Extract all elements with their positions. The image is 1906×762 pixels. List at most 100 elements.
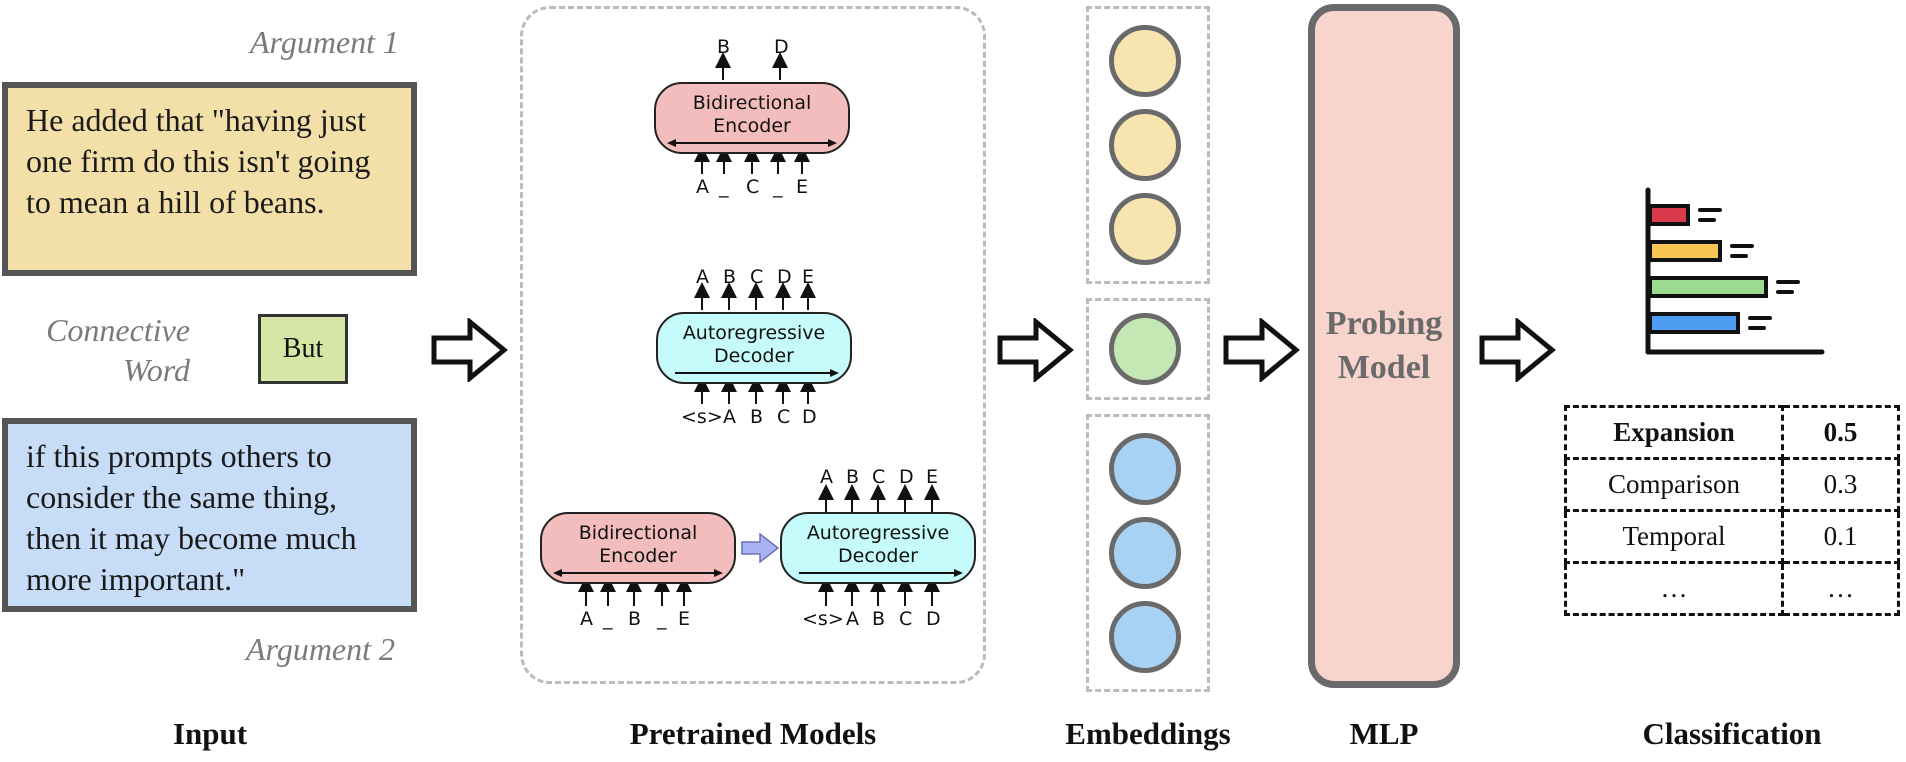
decoder-top-token: E	[802, 266, 815, 288]
probing-model-line2: Model	[1337, 349, 1431, 386]
right-arrow-icon	[431, 318, 508, 382]
caption-classification: Classification	[1642, 716, 1822, 751]
class-score: 0.3	[1781, 457, 1900, 512]
decoder-arrows	[694, 282, 816, 404]
class-label: …	[1564, 561, 1784, 616]
encdec-encoder-name-line1: Bidirectional	[578, 522, 698, 544]
encdec-top-token: B	[846, 466, 860, 488]
decoder-bottom-token: B	[750, 406, 764, 428]
encoder-name-line1: Bidirectional	[692, 92, 812, 114]
decoder-bottom-token: A	[723, 406, 736, 428]
encdec-encoder-name-line2: Encoder	[599, 545, 677, 567]
connective-word: But	[282, 333, 324, 364]
encdec-top-token: E	[926, 466, 939, 488]
encoder-bottom-token: E	[796, 176, 809, 198]
encdec-decoder-bottom-token: A	[846, 608, 859, 630]
encoder-arrows	[694, 52, 810, 174]
decoder-model: A B C D E Autoregressive Decoder <s> A B…	[656, 266, 856, 436]
encdec-encoder-block: Bidirectional Encoder	[540, 512, 736, 584]
decoder-bottom-token: C	[777, 406, 791, 428]
encdec-top-token: A	[820, 466, 833, 488]
embedding-node	[1109, 433, 1181, 505]
encoder-bottom-token: _	[719, 176, 729, 198]
class-score: 0.1	[1781, 509, 1900, 564]
encoder-bottom-token: A	[696, 176, 709, 198]
encoder-top-token: D	[774, 36, 789, 58]
argument1-label: Argument 1	[250, 24, 400, 60]
right-arrow-icon	[1479, 318, 1556, 382]
decoder-top-token: C	[750, 266, 764, 288]
forward-arrow-icon	[675, 369, 839, 377]
argument1-box: He added that "having just one firm do t…	[2, 82, 417, 276]
encdec-top-token: D	[899, 466, 914, 488]
embedding-node	[1109, 193, 1181, 265]
caption-input: Input	[172, 716, 248, 751]
class-label: Temporal	[1564, 509, 1784, 564]
class-score: 0.5	[1781, 405, 1900, 460]
encoder-decoder-model: A B C D E Bidirectional Encoder Autoregr…	[540, 466, 980, 636]
decoder-bottom-token: <s>	[681, 406, 723, 428]
embedding-node	[1109, 517, 1181, 589]
bidirectional-arrow-icon	[667, 139, 837, 147]
embedding-node	[1109, 313, 1181, 385]
connective-label: Connective Word	[20, 310, 190, 390]
encoder-model: B D Bidirectional Encoder A _ C _ E	[654, 36, 854, 206]
encdec-encoder-bottom-token: A	[580, 608, 593, 630]
caption-mlp: MLP	[1349, 716, 1419, 751]
argument2-box: if this prompts others to consider the s…	[2, 418, 417, 612]
connective-label-line1: Connective	[46, 312, 190, 348]
decoder-bottom-token: D	[802, 406, 817, 428]
decoder-top-token: B	[723, 266, 737, 288]
encdec-decoder-bottom-token: B	[872, 608, 886, 630]
argument1-text: He added that "having just one firm do t…	[26, 102, 371, 220]
encdec-encoder-bottom-token: _	[603, 608, 613, 630]
embedding-node	[1109, 109, 1181, 181]
table-row: Expansion 0.5	[1564, 405, 1900, 460]
caption-pretrained-models: Pretrained Models	[629, 716, 877, 751]
encoder-top-token: B	[717, 36, 731, 58]
class-label: Comparison	[1564, 457, 1784, 512]
encdec-decoder-block: Autoregressive Decoder	[780, 512, 976, 584]
pretrained-models-panel	[520, 6, 986, 684]
connective-word-box: But	[258, 314, 348, 384]
connector-arrow-icon	[741, 532, 780, 564]
encdec-top-token: C	[872, 466, 886, 488]
encdec-encoder-bottom-token: B	[628, 608, 642, 630]
encoder-name-line2: Encoder	[713, 115, 791, 137]
table-row: Temporal 0.1	[1564, 509, 1900, 564]
embedding-node	[1109, 601, 1181, 673]
encdec-decoder-bottom-token: C	[899, 608, 913, 630]
decoder-name-line2: Decoder	[714, 345, 794, 367]
class-score: …	[1781, 561, 1900, 616]
connective-embedding-group	[1086, 298, 1210, 400]
right-arrow-icon	[997, 318, 1074, 382]
encoder-bottom-token: _	[773, 176, 783, 198]
encdec-decoder-bottom-token: <s>	[802, 608, 844, 630]
encoder-bottom-token: C	[746, 176, 760, 198]
encdec-encoder-bottom-token: E	[678, 608, 691, 630]
argument2-embedding-group	[1086, 414, 1210, 692]
probing-model-line1: Probing	[1325, 305, 1443, 342]
decoder-top-token: D	[777, 266, 792, 288]
connective-label-line2: Word	[123, 352, 190, 388]
argument1-embedding-group	[1086, 6, 1210, 284]
table-row: … …	[1564, 561, 1900, 616]
classification-table: Expansion 0.5 Comparison 0.3 Temporal 0.…	[1564, 405, 1900, 616]
encdec-encoder-bottom-token: _	[657, 608, 667, 630]
forward-arrow-icon	[799, 569, 963, 577]
embedding-node	[1109, 25, 1181, 97]
decoder-name-line1: Autoregressive	[682, 322, 826, 344]
encoder-block: Bidirectional Encoder	[654, 82, 850, 154]
encdec-decoder-name-line2: Decoder	[838, 545, 918, 567]
probing-model-block: Probing Model	[1308, 4, 1460, 688]
caption-embeddings: Embeddings	[1065, 716, 1231, 751]
decoder-block: Autoregressive Decoder	[656, 312, 852, 384]
bidirectional-arrow-icon	[553, 569, 723, 577]
table-row: Comparison 0.3	[1564, 457, 1900, 512]
decoder-top-token: A	[696, 266, 709, 288]
encdec-decoder-bottom-token: D	[926, 608, 941, 630]
argument2-text: if this prompts others to consider the s…	[26, 438, 357, 597]
encoder-decoder-arrows	[578, 484, 940, 606]
argument2-label: Argument 2	[246, 631, 396, 667]
bar-chart-icon	[1645, 187, 1825, 355]
